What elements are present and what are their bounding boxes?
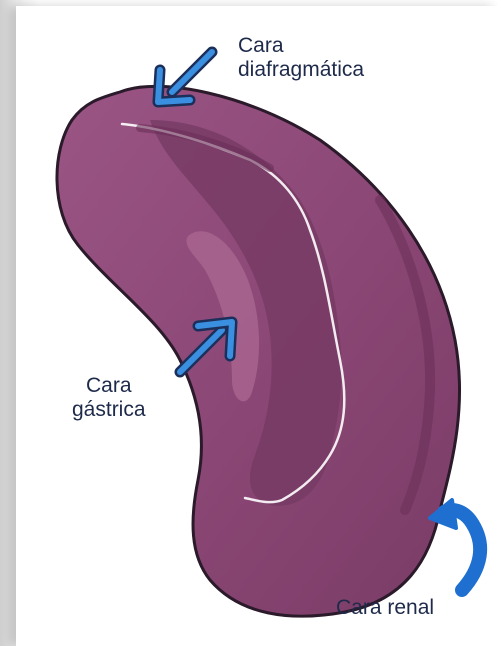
label-cara-gastrica-line1: Cara <box>72 374 146 398</box>
curved-arrow-up-icon <box>430 500 480 590</box>
label-cara-gastrica: Cara gástrica <box>72 374 146 422</box>
label-cara-diafragmatica-line2: diafragmática <box>238 58 364 82</box>
label-cara-renal: Cara renal <box>336 596 434 620</box>
label-cara-diafragmatica: Cara diafragmática <box>238 34 364 82</box>
label-cara-diafragmatica-line1: Cara <box>238 34 364 58</box>
label-cara-gastrica-line2: gástrica <box>72 398 146 422</box>
